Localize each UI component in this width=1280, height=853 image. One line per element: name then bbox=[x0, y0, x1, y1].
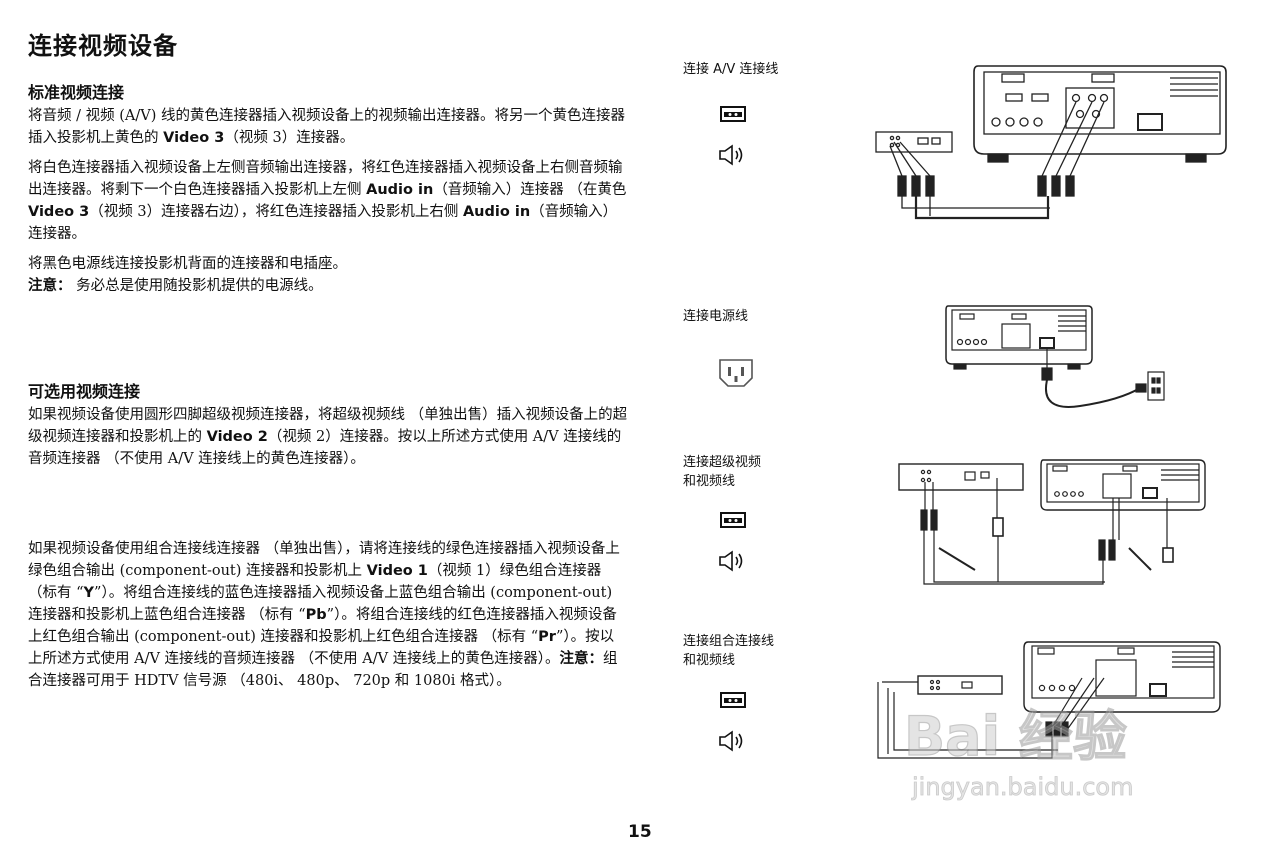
svg-text:jingyan.baidu.com: jingyan.baidu.com bbox=[911, 773, 1133, 801]
power-note: 注意： 务必总是使用随投影机提供的电源线。 bbox=[28, 278, 323, 294]
speaker-icon bbox=[719, 144, 743, 166]
power-connection-diagram bbox=[945, 305, 1165, 408]
av-connection-diagram bbox=[875, 65, 1227, 220]
speaker-icon bbox=[719, 550, 743, 572]
optional-section: 可选用视频连接 如果视频设备使用圆形四脚超级视频连接器，将超级视频线 （单独出售… bbox=[28, 378, 628, 478]
speaker-icon bbox=[719, 730, 743, 752]
video-connector-icon bbox=[720, 692, 746, 708]
component-section: 如果视频设备使用组合连接线连接器 （单独出售），请将连接线的绿色连接器插入视频设… bbox=[28, 538, 628, 700]
page-title: 连接视频设备 bbox=[28, 32, 178, 60]
optional-heading: 可选用视频连接 bbox=[28, 382, 141, 401]
component-connection-diagram bbox=[877, 641, 1221, 759]
component-paragraph: 如果视频设备使用组合连接线连接器 （单独出售），请将连接线的绿色连接器插入视频设… bbox=[28, 541, 620, 689]
standard-paragraph-3: 将黑色电源线连接投影机背面的连接器和电插座。 bbox=[28, 256, 347, 272]
av-figure-label: 连接 A/V 连接线 bbox=[683, 62, 779, 77]
standard-heading: 标准视频连接 bbox=[28, 83, 125, 102]
video-connector-icon bbox=[720, 106, 746, 122]
baidu-jingyan-watermark: Bai 经验 jingyan.baidu.com bbox=[903, 704, 1133, 801]
svg-text:Bai 经验: Bai 经验 bbox=[904, 705, 1127, 768]
optional-paragraph: 如果视频设备使用圆形四脚超级视频连接器，将超级视频线 （单独出售）插入视频设备上… bbox=[28, 407, 628, 467]
left-column: 连接视频设备 标准视频连接 将音频 / 视频 (A/V) 线的黄色连接器插入视频… bbox=[28, 26, 628, 297]
page-number: 15 bbox=[628, 822, 652, 842]
power-figure-label: 连接电源线 bbox=[683, 309, 749, 324]
video-connector-icon bbox=[720, 512, 746, 528]
power-socket-icon bbox=[719, 359, 753, 387]
svideo-connection-diagram bbox=[898, 459, 1206, 585]
component-figure-label: 连接组合连接线和视频线 bbox=[683, 634, 775, 668]
svideo-figure-label: 连接超级视频和视频线 bbox=[683, 455, 762, 489]
standard-paragraph-2: 将白色连接器插入视频设备上左侧音频输出连接器，将红色连接器插入视频设备上右侧音频… bbox=[28, 160, 627, 242]
standard-paragraph-1: 将音频 / 视频 (A/V) 线的黄色连接器插入视频设备上的视频输出连接器。将另… bbox=[28, 108, 625, 146]
